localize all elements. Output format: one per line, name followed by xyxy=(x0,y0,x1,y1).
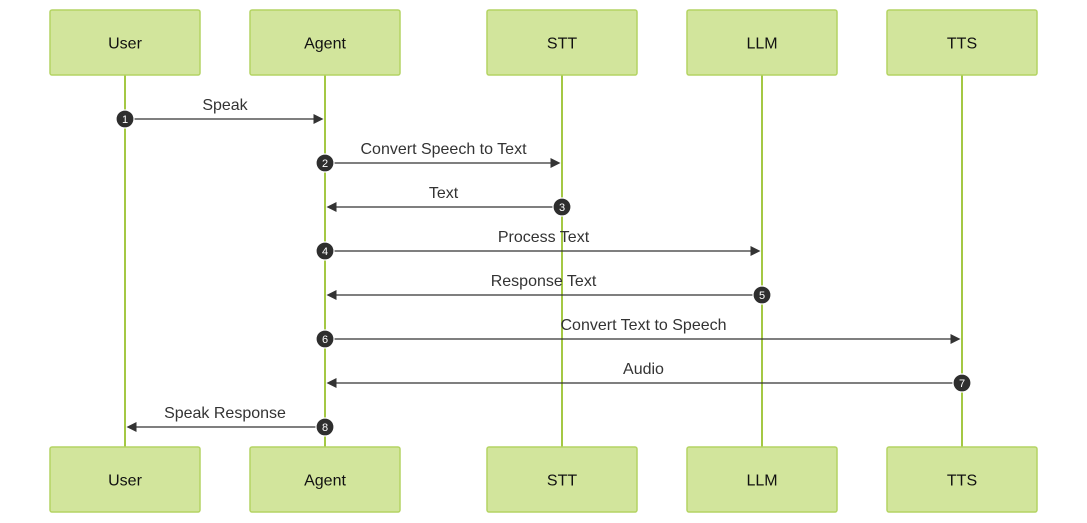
actor-llm-bottom: LLM xyxy=(686,446,838,513)
sequence-number-badge xyxy=(315,241,335,261)
actor-box-tts-top xyxy=(886,9,1038,76)
sequence-number-badge xyxy=(315,329,335,349)
arrowhead xyxy=(750,246,761,256)
arrowhead xyxy=(326,202,337,212)
sequence-number: 2 xyxy=(322,158,328,170)
actor-label-agent-top: Agent xyxy=(304,36,346,53)
actor-stt-top: STT xyxy=(486,9,638,76)
message-1: Speak 1 xyxy=(115,97,324,129)
message-label: Speak Response xyxy=(164,405,286,422)
arrowhead xyxy=(950,334,961,344)
message-3: Text 3 xyxy=(326,185,572,217)
message-4: Process Text 4 xyxy=(315,229,761,261)
actor-tts-bottom: TTS xyxy=(886,446,1038,513)
actor-agent-bottom: Agent xyxy=(249,446,401,513)
actor-label-stt-top: STT xyxy=(547,36,577,53)
actor-stt-bottom: STT xyxy=(486,446,638,513)
actor-label-agent-bottom: Agent xyxy=(304,473,346,490)
actor-agent-top: Agent xyxy=(249,9,401,76)
actor-user-top: User xyxy=(49,9,201,76)
sequence-number-badge xyxy=(752,285,772,305)
actor-label-llm-top: LLM xyxy=(746,36,777,53)
sequence-number: 4 xyxy=(322,246,328,258)
message-label: Speak xyxy=(202,97,248,114)
message-8: Speak Response 8 xyxy=(126,405,335,437)
message-label: Convert Text to Speech xyxy=(560,317,726,334)
actor-llm-top: LLM xyxy=(686,9,838,76)
sequence-number-badge xyxy=(315,153,335,173)
arrowhead xyxy=(313,114,324,124)
message-label: Response Text xyxy=(491,273,597,290)
sequence-number-badge xyxy=(552,197,572,217)
sequence-number: 5 xyxy=(759,290,765,302)
actor-label-tts-bottom: TTS xyxy=(947,473,977,490)
actor-box-stt-top xyxy=(486,9,638,76)
lifelines xyxy=(124,75,963,447)
message-label: Convert Speech to Text xyxy=(360,141,527,158)
actor-box-llm-top xyxy=(686,9,838,76)
actor-box-agent-bottom xyxy=(249,446,401,513)
arrowhead xyxy=(550,158,561,168)
actor-label-llm-bottom: LLM xyxy=(746,473,777,490)
sequence-number-badge xyxy=(315,417,335,437)
actor-label-tts-top: TTS xyxy=(947,36,977,53)
arrowhead xyxy=(126,422,137,432)
message-6: Convert Text to Speech 6 xyxy=(315,317,961,349)
sequence-number-badge xyxy=(952,373,972,393)
sequence-number: 8 xyxy=(322,422,328,434)
actor-box-user-top xyxy=(49,9,201,76)
message-5: Response Text 5 xyxy=(326,273,772,305)
sequence-number-badge xyxy=(115,109,135,129)
actor-box-llm-bottom xyxy=(686,446,838,513)
message-label: Audio xyxy=(623,361,664,378)
actor-box-user-bottom xyxy=(49,446,201,513)
arrowhead xyxy=(326,290,337,300)
actor-box-stt-bottom xyxy=(486,446,638,513)
sequence-number: 6 xyxy=(322,334,328,346)
actor-box-tts-bottom xyxy=(886,446,1038,513)
sequence-number: 1 xyxy=(122,114,128,126)
message-label: Process Text xyxy=(498,229,590,246)
actor-tts-top: TTS xyxy=(886,9,1038,76)
actor-user-bottom: User xyxy=(49,446,201,513)
message-7: Audio 7 xyxy=(326,361,972,393)
message-label: Text xyxy=(429,185,459,202)
arrowhead xyxy=(326,378,337,388)
actor-box-agent-top xyxy=(249,9,401,76)
actor-label-stt-bottom: STT xyxy=(547,473,577,490)
sequence-number: 7 xyxy=(959,378,965,390)
actor-label-user-bottom: User xyxy=(108,473,142,490)
actor-label-user-top: User xyxy=(108,36,142,53)
message-2: Convert Speech to Text 2 xyxy=(315,141,561,173)
sequence-number: 3 xyxy=(559,202,565,214)
